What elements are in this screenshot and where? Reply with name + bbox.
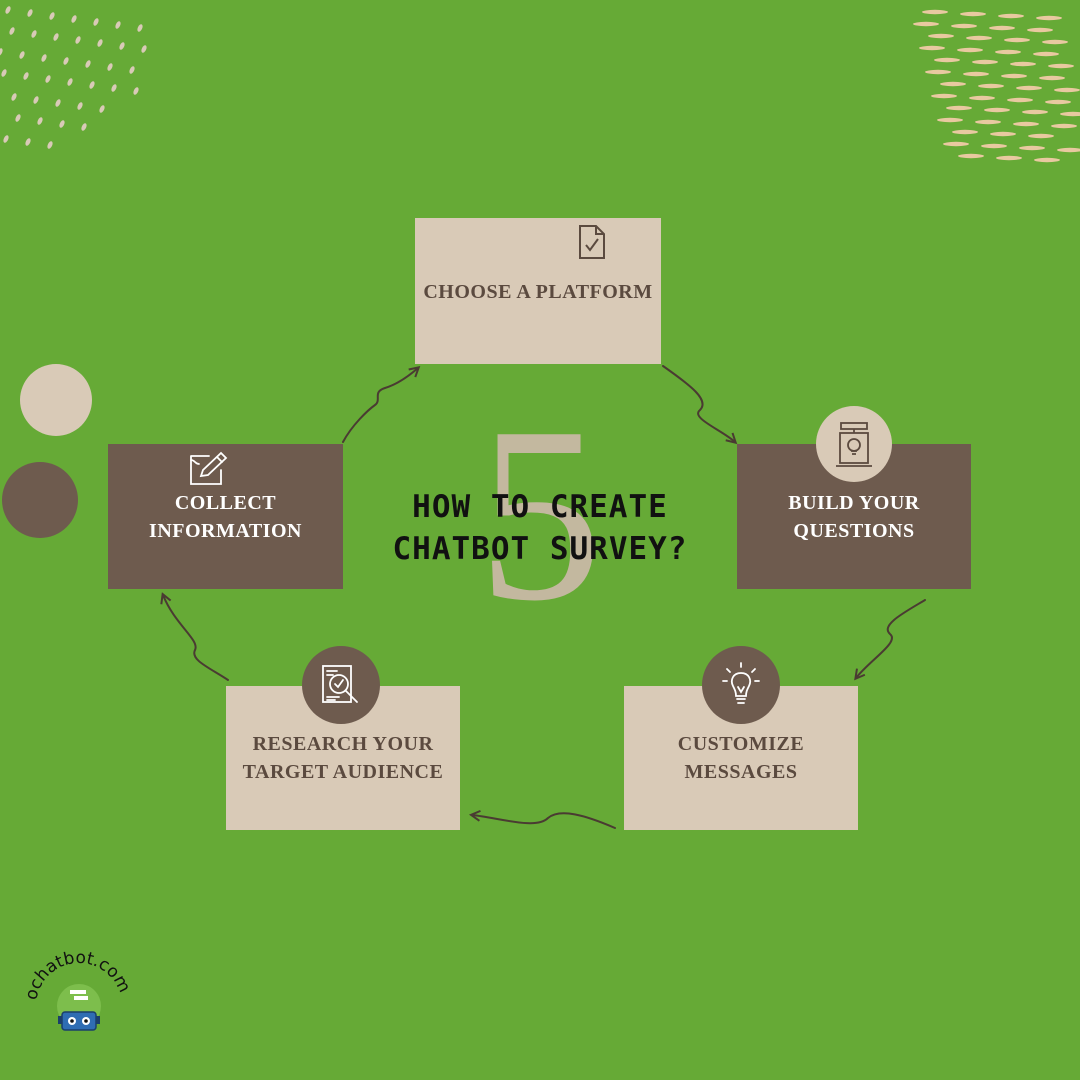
- robot-icon: ochatbot.com: [22, 950, 134, 1036]
- step-label-line1: Build your: [737, 489, 971, 517]
- step-label-line1: Collect: [108, 489, 343, 517]
- arrow-research-to-collect: [163, 595, 228, 680]
- diagram-title: How to create chatbot survey?: [340, 486, 740, 570]
- step-label-line1: Choose a platform: [415, 278, 661, 306]
- arrow-messages-to-research: [472, 813, 615, 828]
- arrow-questions-to-messages: [856, 600, 925, 678]
- step-icon-badge: [702, 646, 780, 724]
- arrow-platform-to-questions: [663, 366, 735, 442]
- arrow-collect-to-platform: [343, 368, 418, 442]
- title-line1: How to create: [340, 486, 740, 528]
- step-choose-platform: Choose a platform: [415, 218, 661, 364]
- step-collect-information: Collect information: [108, 444, 343, 589]
- pencil-notepad-icon: [187, 450, 229, 488]
- document-check-icon: [577, 224, 607, 260]
- magnifier-report-icon: [319, 663, 363, 707]
- step-label-line2: information: [108, 517, 343, 545]
- step-icon-badge: [816, 406, 892, 482]
- title-line2: chatbot survey?: [340, 528, 740, 570]
- step-label-line2: questions: [737, 517, 971, 545]
- lightbulb-lamp-icon: [832, 420, 876, 468]
- brand-logo[interactable]: ochatbot.com: [22, 950, 134, 1036]
- lightbulb-idea-icon: [721, 661, 761, 709]
- step-label-line2: target audience: [226, 758, 460, 786]
- step-icon-badge: [302, 646, 380, 724]
- step-label-line1: Research your: [226, 730, 460, 758]
- step-label-line2: messages: [624, 758, 858, 786]
- step-label-line1: Customize: [624, 730, 858, 758]
